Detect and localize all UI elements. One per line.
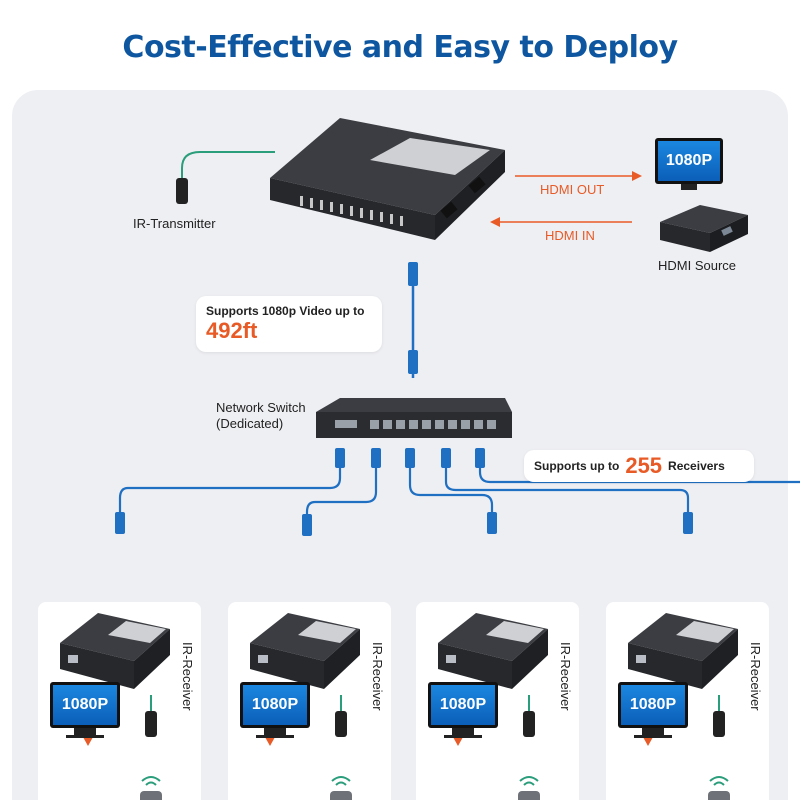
ir-receiver-label: IR-Receiver: [370, 642, 385, 711]
network-switch-label-line1: Network Switch: [216, 400, 306, 415]
ir-receiver-label: IR-Receiver: [558, 642, 573, 711]
receivers-callout-prefix: Supports up to: [534, 459, 620, 473]
page-title: Cost-Effective and Easy to Deploy: [122, 30, 678, 65]
distance-callout: Supports 1080p Video up to 492ft: [196, 296, 382, 352]
receiver-display-2: 1080P: [240, 682, 310, 728]
receiver-display-4: 1080P: [618, 682, 688, 728]
receiver-decoder-icon: [628, 613, 738, 800]
receiver-cables: [118, 452, 800, 522]
monitor-stand: [264, 728, 286, 736]
receiver-decoder-icon: [60, 613, 170, 800]
encoder-device: [270, 118, 505, 240]
network-switch-device: [316, 398, 512, 438]
receiver-card-1: 1080P IR-Receiver: [38, 602, 201, 800]
receivers-callout: Supports up to 255 Receivers: [524, 450, 754, 482]
ir-transmitter-label: IR-Transmitter: [133, 216, 216, 231]
ir-receiver-label: IR-Receiver: [180, 642, 195, 711]
monitor-stand: [452, 728, 474, 736]
network-switch-label-line2: (Dedicated): [216, 416, 284, 431]
receiver-display-3: 1080P: [428, 682, 498, 728]
receiver-display-resolution: 1080P: [243, 685, 307, 725]
hdmi-in-label: HDMI IN: [545, 228, 595, 243]
monitor-foot: [66, 735, 104, 738]
monitor-foot: [256, 735, 294, 738]
monitor-foot: [634, 735, 672, 738]
receiver-display-resolution: 1080P: [621, 685, 685, 725]
hdmi-out-label: HDMI OUT: [540, 182, 605, 197]
monitor-stand: [642, 728, 664, 736]
receivers-callout-value: 255: [625, 453, 663, 478]
hdmi-source-label: HDMI Source: [658, 258, 737, 273]
receiver-decoder-icon: [250, 613, 360, 800]
ir-transmitter-icon: [176, 178, 188, 204]
ir-receiver-label: IR-Receiver: [748, 642, 763, 711]
output-display-resolution: 1080P: [658, 141, 720, 181]
receivers-callout-suffix: Receivers: [668, 459, 725, 473]
receiver-decoder-icon: [438, 613, 548, 800]
monitor-foot: [444, 735, 482, 738]
receiver-display-resolution: 1080P: [53, 685, 117, 725]
distance-callout-text: Supports 1080p Video up to: [206, 304, 365, 318]
ir-transmitter-cable: [181, 151, 275, 182]
distance-callout-value: 492ft: [206, 318, 258, 343]
output-display-stand: [681, 184, 697, 190]
receiver-display-resolution: 1080P: [431, 685, 495, 725]
network-switch-label: Network Switch (Dedicated): [216, 400, 306, 432]
receiver-card-2: 1080P IR-Receiver: [228, 602, 391, 800]
hdmi-source-device: [660, 205, 748, 252]
output-display: 1080P: [655, 138, 723, 184]
receiver-display-1: 1080P: [50, 682, 120, 728]
monitor-stand: [74, 728, 96, 736]
receiver-card-3: 1080P IR-Receiver: [416, 602, 579, 800]
receiver-card-4: 1080P IR-Receiver: [606, 602, 769, 800]
